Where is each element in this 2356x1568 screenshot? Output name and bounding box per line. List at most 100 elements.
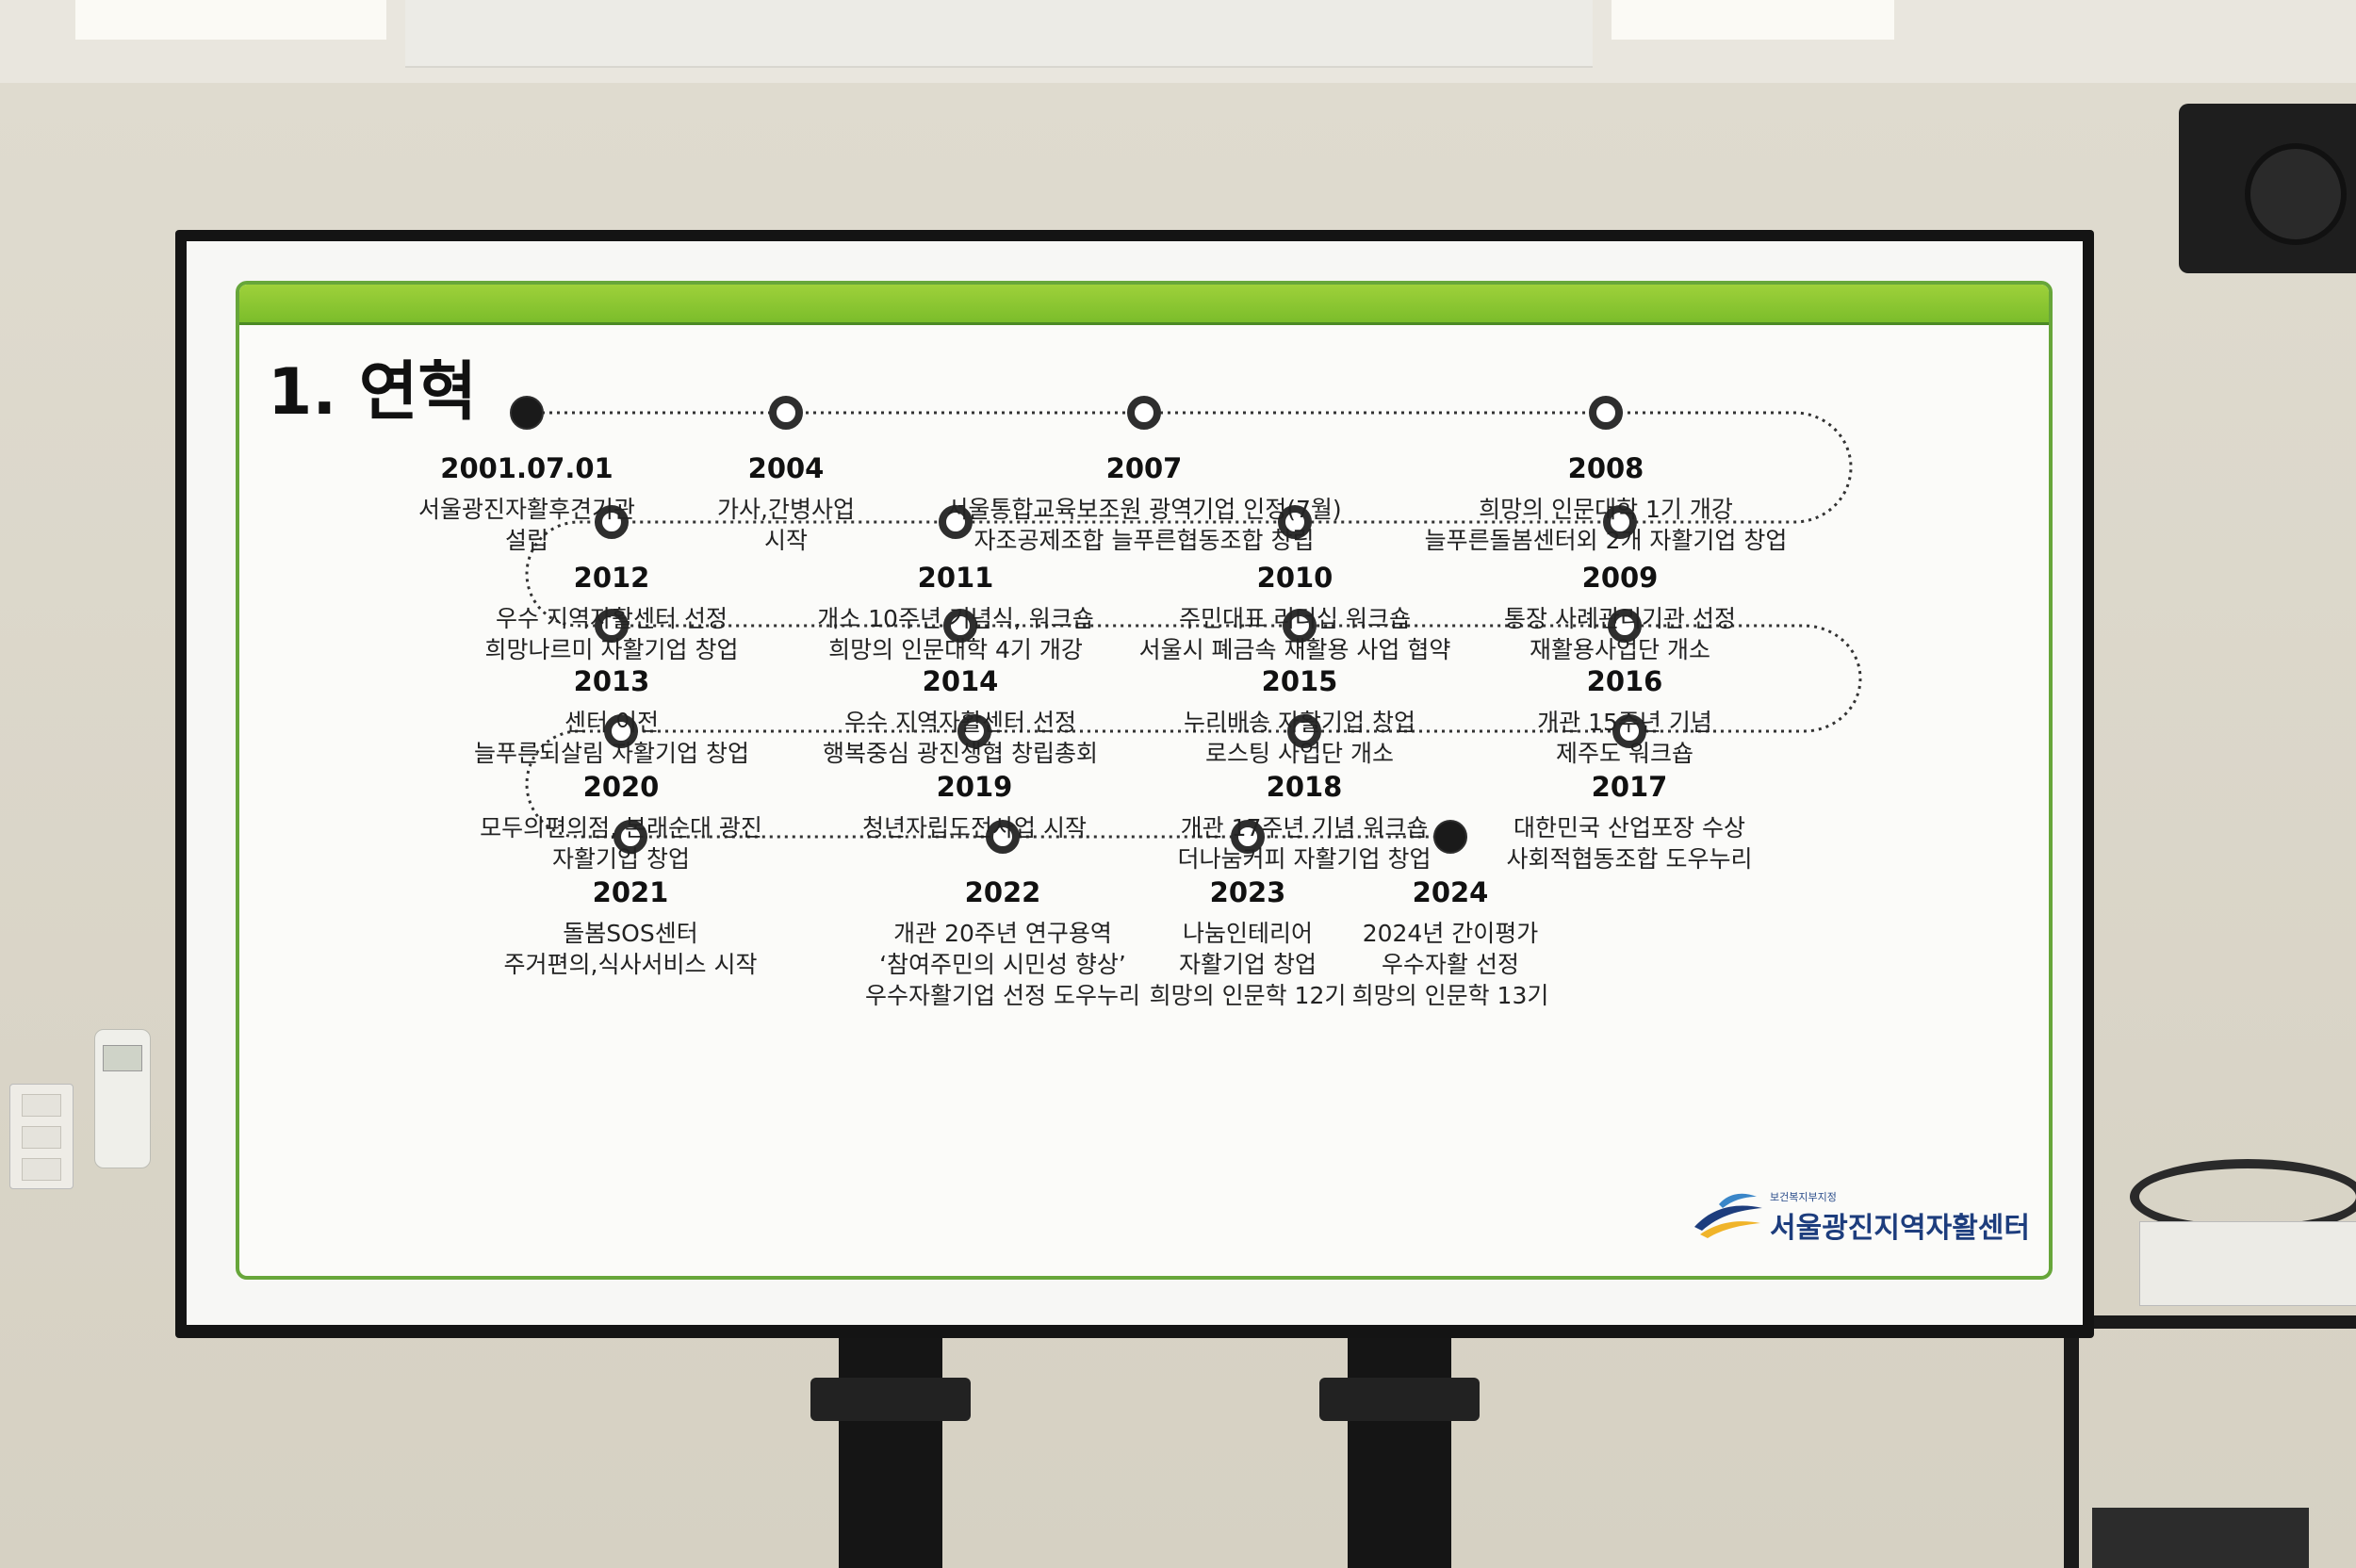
timeline-node (1283, 609, 1317, 643)
timeline-description: 대한민국 산업포장 수상 (1513, 814, 1745, 841)
ceiling (0, 0, 2356, 85)
shelf-bar (2064, 1315, 2356, 1329)
timeline-node (1278, 505, 1312, 539)
timeline-year: 2012 (573, 562, 650, 594)
timeline-node (1608, 609, 1642, 643)
timeline-node (614, 820, 647, 854)
timeline-node (595, 609, 629, 643)
timeline-description: 주거편의,식사서비스 시작 (503, 951, 758, 978)
timeline-node (1589, 396, 1623, 430)
timeline-description: 개관 17주년 기념 워크숍 (1180, 814, 1429, 841)
equipment-shelf (2064, 1131, 2356, 1568)
remote-display (103, 1045, 142, 1071)
timeline-description: 자활기업 창업 (552, 845, 690, 873)
timeline-node (1287, 714, 1321, 748)
timeline-description: 늘푸른되살림 자활기업 창업 (474, 740, 749, 767)
timeline-node (1603, 505, 1637, 539)
timeline-description: 사회적협동조합 도우누리 (1506, 845, 1753, 873)
timeline-year: 2014 (922, 665, 999, 697)
timeline-description: 주민대표 리더십 워크숍 (1179, 605, 1411, 632)
timeline-path (510, 396, 1862, 854)
timeline-year: 2001.07.01 (440, 452, 614, 484)
timeline-node (986, 820, 1020, 854)
timeline-description: 희망의 인문학 13기 (1351, 982, 1549, 1009)
timeline-year: 2009 (1581, 562, 1659, 594)
timeline-node (1612, 714, 1646, 748)
timeline-year: 2015 (1261, 665, 1338, 697)
timeline-node (957, 714, 991, 748)
timeline-description: 로스팅 사업단 개소 (1205, 740, 1394, 767)
timeline-description: 늘푸른돌봄센터외 2개 자활기업 창업 (1424, 527, 1788, 554)
timeline-node (1231, 820, 1265, 854)
timeline-description: 제주도 워크숍 (1556, 740, 1693, 767)
timeline-description: 돌봄SOS센터 (563, 920, 698, 947)
slide-header-bar (239, 285, 2049, 325)
slide-title: 1. 연혁 (268, 355, 477, 430)
timeline-year: 2007 (1105, 452, 1183, 484)
timeline-year: 2024 (1412, 876, 1489, 908)
timeline-node (604, 714, 638, 748)
timeline-year: 2017 (1591, 771, 1668, 803)
timeline-year: 2010 (1256, 562, 1333, 594)
timeline-description: 시작 (763, 527, 808, 554)
timeline-description: 자조공제조합 늘푸른협동조합 창립 (973, 527, 1315, 554)
timeline-description: 희망의 인문대학 1기 개강 (1479, 496, 1733, 523)
timeline-node (1433, 820, 1467, 854)
timeline-year: 2021 (592, 876, 669, 908)
timeline-description: 자활기업 창업 (1179, 951, 1317, 978)
timeline-description: 행복중심 광진생협 창립총회 (823, 740, 1098, 767)
timeline-description: 더나눔커피 자활기업 창업 (1177, 845, 1432, 873)
timeline-description: 재활용사업단 개소 (1530, 636, 1710, 663)
timeline-node (1127, 396, 1161, 430)
timeline-description: 희망의 인문대학 4기 개강 (828, 636, 1083, 663)
timeline-description: 통장 사례관리기관 선정 (1504, 605, 1736, 632)
timeline-year: 2023 (1209, 876, 1286, 908)
timeline-year: 2019 (936, 771, 1013, 803)
ceiling-air-conditioner (405, 0, 1593, 68)
ceiling-light (1612, 0, 1894, 40)
tv-stand-pole (839, 1329, 942, 1568)
timeline-description: 서울광진자활후견기관 (417, 496, 635, 523)
timeline-description: 희망의 인문학 12기 (1149, 982, 1347, 1009)
timeline-description: 가사,간병사업 (717, 496, 855, 523)
timeline-description: 개소 10주년 기념식, 워크숍 (817, 605, 1094, 632)
timeline-dotted-line (525, 411, 1862, 839)
tv-stand-clamp (1319, 1378, 1480, 1421)
timeline-year: 2008 (1567, 452, 1644, 484)
ceiling-light (75, 0, 386, 40)
timeline-node (595, 505, 629, 539)
timeline-description: 모두의편의점, 본래순대 광진 (480, 814, 762, 841)
timeline-description: ‘참여주민의 시민성 향상’ (879, 951, 1126, 978)
timeline-description: 나눔인테리어 (1182, 920, 1313, 947)
light-switch (9, 1084, 74, 1189)
cardboard-box (2139, 1221, 2356, 1306)
timeline-description: 누리배송 자활기업 창업 (1184, 709, 1415, 736)
shelf-device (2092, 1508, 2309, 1568)
logo-swoosh-icon (1694, 1193, 1762, 1238)
timeline-node (510, 396, 544, 430)
timeline-node (769, 396, 803, 430)
organization-logo: 보건복지부지정 서울광진지역자활센터 (1691, 1189, 2049, 1246)
timeline-description: 서울통합교육보조원 광역기업 인정(7월) (946, 496, 1342, 523)
timeline-description: 센터 이전 (564, 709, 659, 736)
timeline-description: 우수자활기업 선정 도우누리 (865, 982, 1140, 1009)
timeline-description: 우수 지역자활센터 선정 (496, 605, 728, 632)
ac-remote-control (94, 1029, 151, 1168)
timeline-year: 2004 (747, 452, 825, 484)
logo-caption: 보건복지부지정 (1770, 1191, 1837, 1203)
timeline-description: 희망나르미 자활기업 창업 (484, 636, 739, 663)
timeline-description: 우수자활 선정 (1382, 951, 1519, 978)
logo-organization-name: 서울광진지역자활센터 (1770, 1212, 2030, 1245)
timeline-year: 2016 (1586, 665, 1663, 697)
timeline-year: 2011 (917, 562, 994, 594)
timeline-year: 2020 (582, 771, 660, 803)
timeline-node (939, 505, 973, 539)
timeline-description: 개관 15주년 기념 (1537, 709, 1712, 736)
timeline-description: 2024년 간이평가 (1362, 920, 1539, 947)
timeline-year: 2013 (573, 665, 650, 697)
timeline-description: 우수 지역자활센터 선정 (844, 709, 1076, 736)
timeline-node (943, 609, 977, 643)
